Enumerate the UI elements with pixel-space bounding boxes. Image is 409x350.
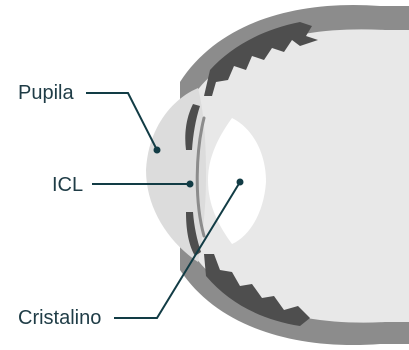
marker-pupil: [154, 147, 161, 154]
label-pupil: Pupila: [18, 82, 74, 104]
label-pupil-group: Pupila: [18, 82, 161, 154]
label-icl: ICL: [52, 174, 83, 196]
marker-lens: [237, 179, 244, 186]
marker-icl: [187, 181, 194, 188]
leader-pupil: [86, 93, 157, 150]
label-lens: Cristalino: [18, 307, 101, 329]
